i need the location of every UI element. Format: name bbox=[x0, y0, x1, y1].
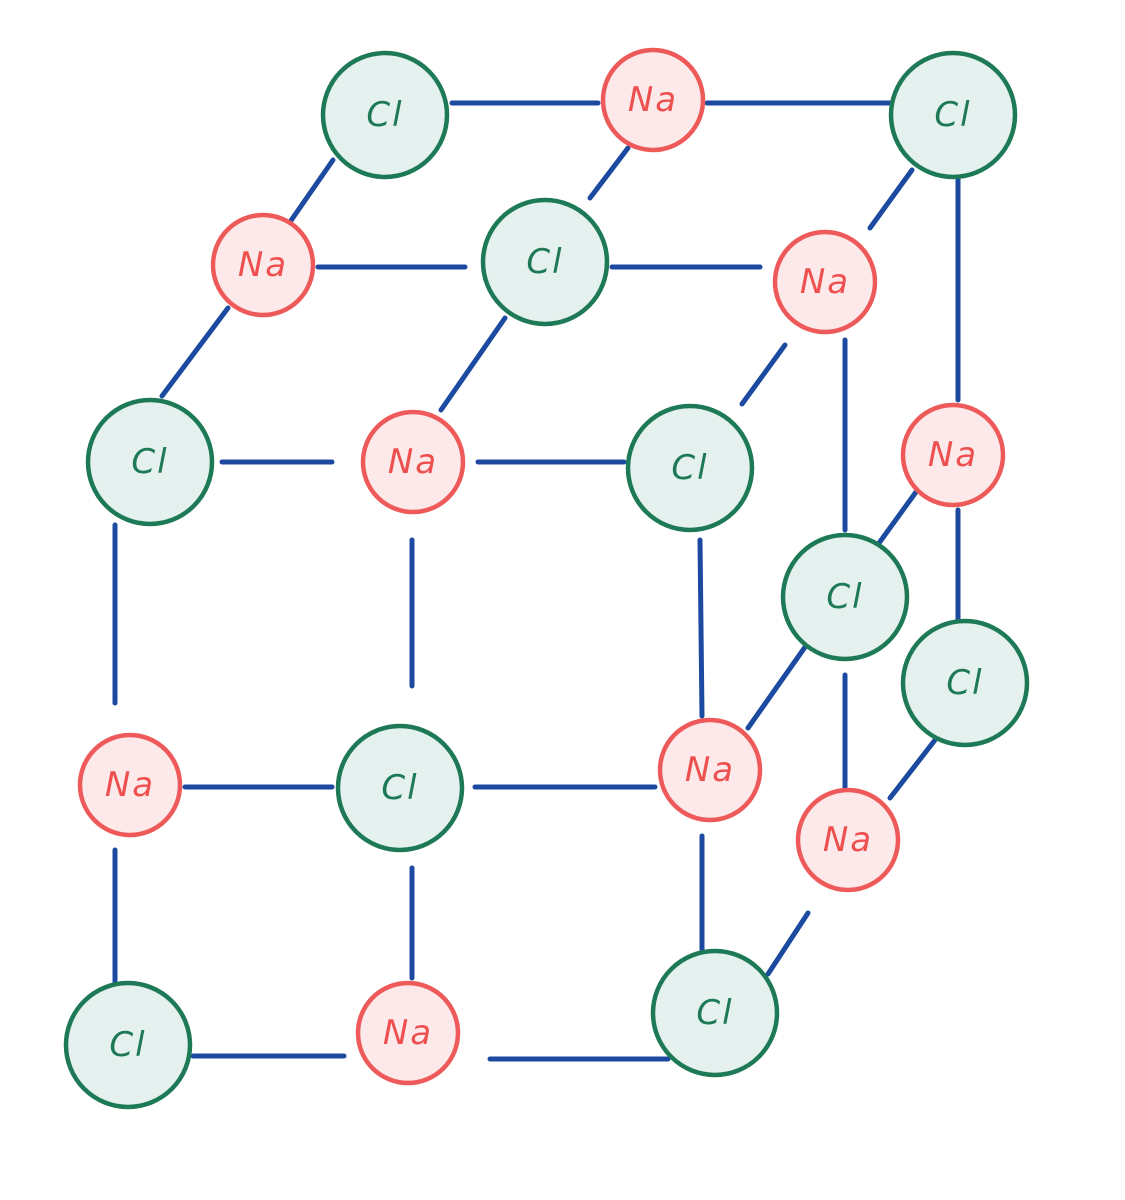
chlorine-ion-circle bbox=[85, 397, 215, 527]
chlorine-ion-circle bbox=[320, 50, 450, 180]
bond-line-19 bbox=[697, 537, 705, 719]
chlorine-ion-circle bbox=[900, 618, 1030, 748]
bond-line-20 bbox=[745, 637, 813, 731]
chlorine-ion-6: Cl bbox=[780, 532, 910, 662]
bond-line-9 bbox=[159, 305, 231, 399]
chlorine-ion-label: Cl bbox=[826, 577, 863, 617]
chlorine-ion-label: Cl bbox=[526, 242, 563, 282]
bonds-layer bbox=[112, 100, 961, 1062]
bond-line-5 bbox=[867, 167, 915, 231]
chlorine-ion-3: Cl bbox=[480, 197, 610, 327]
chlorine-ion-label: Cl bbox=[131, 442, 168, 482]
chlorine-ion-circle bbox=[780, 532, 910, 662]
bond-line-10 bbox=[438, 315, 508, 413]
sodium-ion-circle bbox=[77, 732, 183, 838]
sodium-ion-8: Na bbox=[795, 787, 901, 893]
chlorine-ion-circle bbox=[625, 403, 755, 533]
sodium-ion-circle bbox=[600, 47, 706, 153]
sodium-ion-label: Na bbox=[685, 750, 735, 790]
sodium-ion-circle bbox=[657, 717, 763, 823]
sodium-ion-7: Na bbox=[657, 717, 763, 823]
sodium-ion-label: Na bbox=[383, 1013, 433, 1053]
sodium-ion-label: Na bbox=[628, 80, 678, 120]
sodium-ion-6: Na bbox=[77, 732, 183, 838]
bond-line-28 bbox=[765, 910, 811, 977]
chlorine-ion-circle bbox=[650, 948, 780, 1078]
chlorine-ion-circle bbox=[888, 50, 1018, 180]
chlorine-ion-2: Cl bbox=[888, 50, 1018, 180]
sodium-ion-label: Na bbox=[800, 262, 850, 302]
sodium-ion-label: Na bbox=[928, 435, 978, 475]
sodium-ion-circle bbox=[210, 212, 316, 318]
bond-line-16 bbox=[871, 489, 919, 553]
sodium-ion-circle bbox=[795, 787, 901, 893]
chlorine-ion-circle bbox=[335, 723, 465, 853]
sodium-ion-label: Na bbox=[238, 245, 288, 285]
sodium-ion-circle bbox=[360, 409, 466, 515]
sodium-ion-4: Na bbox=[360, 409, 466, 515]
chlorine-ion-9: Cl bbox=[63, 980, 193, 1110]
chlorine-ion-8: Cl bbox=[335, 723, 465, 853]
sodium-ion-circle bbox=[900, 402, 1006, 508]
sodium-ion-label: Na bbox=[823, 820, 873, 860]
chlorine-ion-circle bbox=[63, 980, 193, 1110]
sodium-ion-3: Na bbox=[772, 229, 878, 335]
sodium-ion-1: Na bbox=[600, 47, 706, 153]
chlorine-ion-label: Cl bbox=[946, 663, 983, 703]
chlorine-ion-5: Cl bbox=[625, 403, 755, 533]
sodium-ion-circle bbox=[355, 980, 461, 1086]
sodium-ion-label: Na bbox=[388, 442, 438, 482]
bond-line-3 bbox=[287, 157, 336, 225]
chlorine-ion-label: Cl bbox=[934, 95, 971, 135]
chlorine-ion-circle bbox=[480, 197, 610, 327]
sodium-ion-label: Na bbox=[105, 765, 155, 805]
chlorine-ion-1: Cl bbox=[320, 50, 450, 180]
chlorine-ion-label: Cl bbox=[109, 1025, 146, 1065]
sodium-ion-2: Na bbox=[210, 212, 316, 318]
chlorine-ion-label: Cl bbox=[381, 768, 418, 808]
sodium-ion-5: Na bbox=[900, 402, 1006, 508]
chlorine-ion-7: Cl bbox=[900, 618, 1030, 748]
sodium-ion-circle bbox=[772, 229, 878, 335]
chlorine-ion-10: Cl bbox=[650, 948, 780, 1078]
sodium-ion-9: Na bbox=[355, 980, 461, 1086]
chlorine-ion-label: Cl bbox=[366, 95, 403, 135]
chlorine-ion-4: Cl bbox=[85, 397, 215, 527]
bond-line-4 bbox=[587, 145, 631, 201]
chlorine-ion-label: Cl bbox=[671, 448, 708, 488]
bond-line-24 bbox=[887, 737, 938, 801]
bond-line-11 bbox=[739, 342, 788, 407]
chlorine-ion-label: Cl bbox=[696, 993, 733, 1033]
